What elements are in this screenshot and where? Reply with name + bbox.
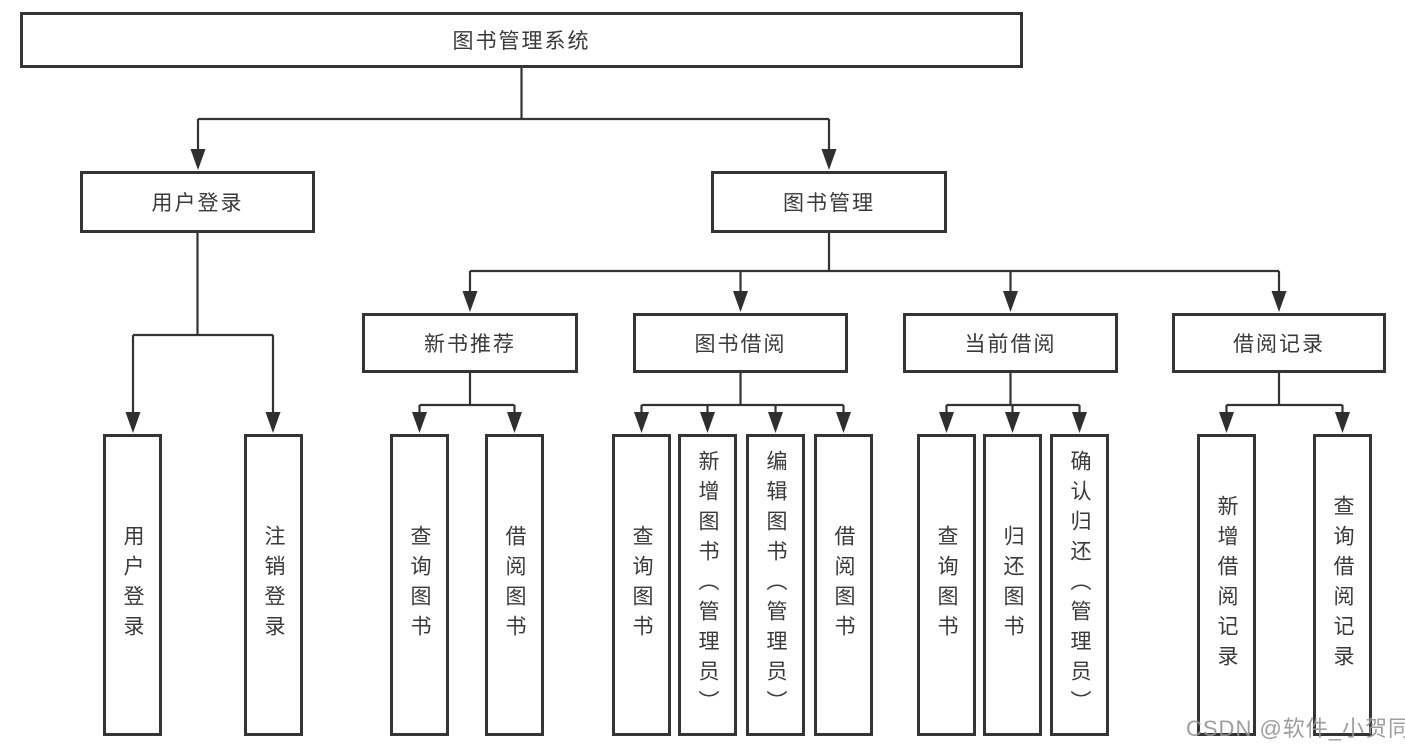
arrowhead-icons (125, 149, 1350, 433)
leaf-label: 查询图书 (630, 525, 653, 645)
node-book-management: 图书管理 (711, 171, 947, 233)
node-book-borrow: 图书借阅 (633, 313, 848, 373)
leaf-edit-books-admin: 编辑图书（管理员） (746, 434, 805, 736)
leaf-label: 注销登录 (262, 525, 285, 645)
leaf-borrow-books-recommend: 借阅图书 (485, 434, 544, 736)
leaf-label: 归还图书 (1001, 525, 1024, 645)
leaf-return-books: 归还图书 (983, 434, 1042, 736)
node-current-borrow: 当前借阅 (903, 313, 1118, 373)
csdn-watermark: CSDN @软件_小贺同学 (1186, 716, 1405, 741)
leaf-query-books-recommend: 查询图书 (390, 434, 449, 736)
leaf-label: 查询图书 (408, 525, 431, 645)
leaf-add-books-admin: 新增图书（管理员） (678, 434, 737, 736)
leaf-query-books-current: 查询图书 (917, 434, 976, 736)
node-user-login: 用户登录 (80, 171, 315, 233)
leaf-user-login: 用户登录 (103, 434, 162, 736)
leaf-label: 用户登录 (121, 525, 144, 645)
leaf-borrow-books: 借阅图书 (814, 434, 873, 736)
leaf-query-books-borrow: 查询图书 (612, 434, 671, 736)
leaf-label: 借阅图书 (832, 525, 855, 645)
leaf-label: 确认归还（管理员） (1068, 450, 1091, 720)
leaf-label: 查询借阅记录 (1331, 495, 1354, 675)
leaf-label: 新增借阅记录 (1215, 495, 1238, 675)
leaf-label: 查询图书 (935, 525, 958, 645)
leaf-label: 借阅图书 (503, 525, 526, 645)
leaf-label: 新增图书（管理员） (696, 450, 719, 720)
leaf-confirm-return-admin: 确认归还（管理员） (1050, 434, 1109, 736)
leaf-add-borrow-record: 新增借阅记录 (1197, 434, 1256, 736)
node-library-system: 图书管理系统 (20, 12, 1023, 68)
leaf-query-borrow-record: 查询借阅记录 (1313, 434, 1372, 736)
node-new-book-recommend: 新书推荐 (362, 313, 578, 373)
node-borrow-records: 借阅记录 (1172, 313, 1386, 373)
leaf-label: 编辑图书（管理员） (764, 450, 787, 720)
leaf-logout: 注销登录 (244, 434, 303, 736)
